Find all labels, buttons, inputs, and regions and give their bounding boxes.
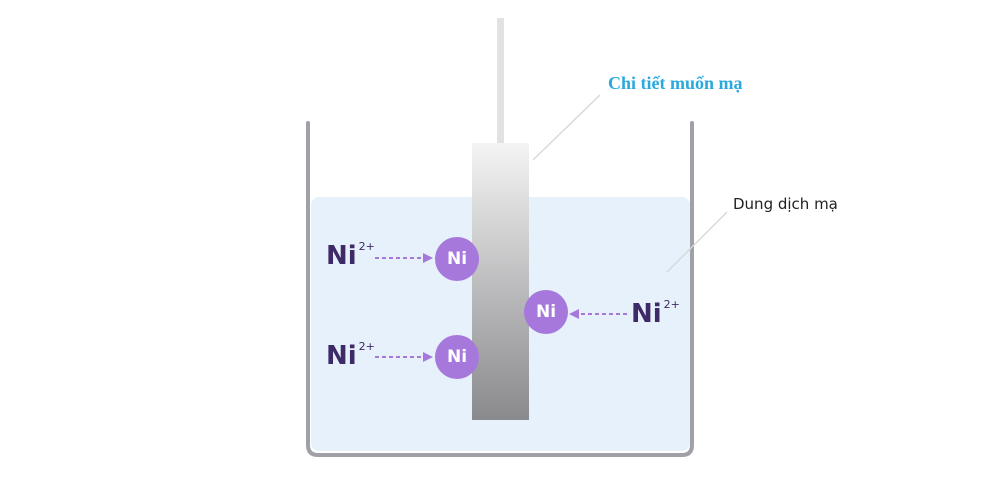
plating-tank <box>306 121 694 457</box>
ion-symbol: Ni <box>631 299 662 329</box>
ion-symbol: Ni <box>326 241 357 271</box>
part-leader-line <box>532 94 601 161</box>
workpiece-cathode <box>472 143 529 420</box>
ion-symbol: Ni <box>326 341 357 371</box>
ion-charge: 2+ <box>663 298 680 311</box>
nickel-atom-3: Ni <box>524 290 568 334</box>
label-plating-solution: Dung dịch mạ <box>733 195 838 213</box>
hanger-wire <box>497 18 504 144</box>
solution-leader-line <box>666 211 728 273</box>
nickel-atom-1: Ni <box>435 237 479 281</box>
ion-charge: 2+ <box>358 240 375 253</box>
ion-charge: 2+ <box>358 340 375 353</box>
label-part-to-plate: Chi tiết muốn mạ <box>608 73 743 93</box>
nickel-atom-2: Ni <box>435 335 479 379</box>
